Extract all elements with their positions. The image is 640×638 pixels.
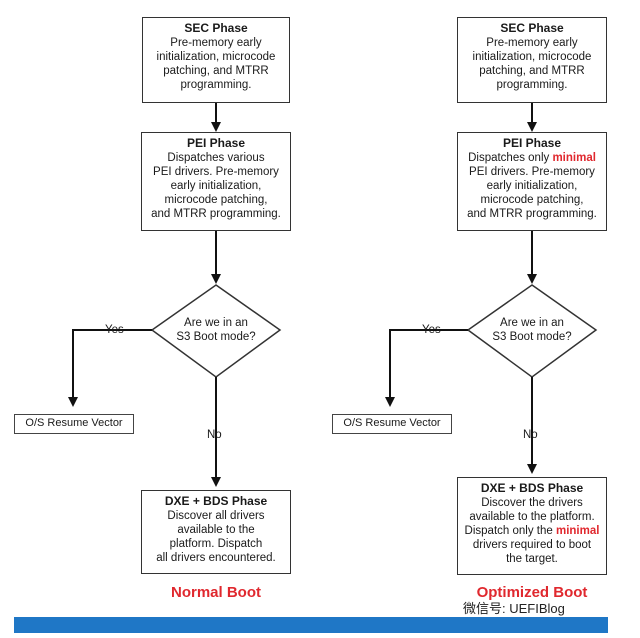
caption-optimized-boot: Optimized Boot bbox=[476, 584, 588, 601]
sec-line: Pre-memory early bbox=[170, 37, 262, 49]
pei-line: microcode patching, bbox=[164, 194, 268, 206]
arrow-yes-left bbox=[68, 329, 152, 407]
os-resume-vector-right: O/S Resume Vector bbox=[332, 414, 452, 434]
dxe-line: the target. bbox=[506, 553, 558, 565]
watermark-text: 微信号: UEFIBlog bbox=[463, 601, 565, 616]
decision-line: S3 Boot mode? bbox=[176, 331, 256, 343]
decision-line: Are we in an bbox=[184, 317, 248, 329]
no-label-right: No bbox=[523, 429, 538, 441]
decision-text-right: Are we in an S3 Boot mode? bbox=[482, 316, 582, 344]
dxe-line-highlight: Dispatch only the minimal bbox=[462, 524, 602, 538]
dxe-bds-title: DXE + BDS Phase bbox=[480, 481, 584, 495]
caption-normal-boot: Normal Boot bbox=[171, 584, 261, 601]
sec-phase-box-left: SEC Phase Pre-memory early initializatio… bbox=[142, 17, 290, 103]
pei-line: PEI drivers. Pre-memory bbox=[153, 166, 279, 178]
sec-line: programming. bbox=[180, 79, 252, 91]
yes-label-right: Yes bbox=[422, 324, 441, 336]
pei-line-highlight: Dispatches only minimal bbox=[462, 151, 602, 165]
sec-line: patching, and MTRR bbox=[163, 65, 269, 77]
pei-phase-title: PEI Phase bbox=[502, 136, 562, 150]
minimal-highlight: minimal bbox=[555, 525, 600, 537]
pei-line: early initialization, bbox=[170, 180, 262, 192]
sec-phase-box-right: SEC Phase Pre-memory early initializatio… bbox=[457, 17, 607, 103]
dxe-line: Discover the drivers bbox=[481, 497, 583, 509]
sec-phase-title: SEC Phase bbox=[500, 21, 564, 35]
dxe-line: platform. Dispatch bbox=[169, 538, 263, 550]
dxe-line: available to the platform. bbox=[469, 511, 595, 523]
pei-phase-box-left: PEI Phase Dispatches various PEI drivers… bbox=[141, 132, 291, 231]
pei-phase-title: PEI Phase bbox=[186, 136, 246, 150]
footer-bar bbox=[14, 617, 608, 633]
sec-line: patching, and MTRR bbox=[479, 65, 585, 77]
sec-phase-title: SEC Phase bbox=[184, 21, 248, 35]
pei-line-prefix: Dispatches only bbox=[468, 152, 553, 164]
dxe-bds-box-left: DXE + BDS Phase Discover all drivers ava… bbox=[141, 490, 291, 574]
dxe-line: Discover all drivers bbox=[167, 510, 265, 522]
dxe-bds-box-right: DXE + BDS Phase Discover the drivers ava… bbox=[457, 477, 607, 575]
pei-line: microcode patching, bbox=[480, 194, 584, 206]
dxe-line-prefix: Dispatch only the bbox=[464, 525, 556, 537]
dxe-line: drivers required to boot bbox=[472, 539, 592, 551]
pei-line: early initialization, bbox=[486, 180, 578, 192]
decision-text-left: Are we in an S3 Boot mode? bbox=[166, 316, 266, 344]
pei-line: and MTRR programming. bbox=[467, 208, 597, 220]
pei-line: Dispatches various bbox=[167, 152, 265, 164]
sec-line: Pre-memory early bbox=[486, 37, 578, 49]
yes-label-left: Yes bbox=[105, 324, 124, 336]
dxe-bds-title: DXE + BDS Phase bbox=[164, 494, 268, 508]
pei-phase-box-right: PEI Phase Dispatches only minimal PEI dr… bbox=[457, 132, 607, 231]
decision-line: S3 Boot mode? bbox=[492, 331, 572, 343]
decision-line: Are we in an bbox=[500, 317, 564, 329]
minimal-highlight: minimal bbox=[552, 152, 596, 164]
os-resume-vector-left: O/S Resume Vector bbox=[14, 414, 134, 434]
sec-line: initialization, microcode bbox=[472, 51, 592, 63]
arrow-yes-right bbox=[385, 329, 468, 407]
sec-line: programming. bbox=[496, 79, 568, 91]
no-label-left: No bbox=[207, 429, 222, 441]
dxe-line: all drivers encountered. bbox=[156, 552, 276, 564]
pei-line: and MTRR programming. bbox=[151, 208, 281, 220]
pei-line: PEI drivers. Pre-memory bbox=[469, 166, 595, 178]
dxe-line: available to the bbox=[177, 524, 255, 536]
sec-line: initialization, microcode bbox=[156, 51, 276, 63]
